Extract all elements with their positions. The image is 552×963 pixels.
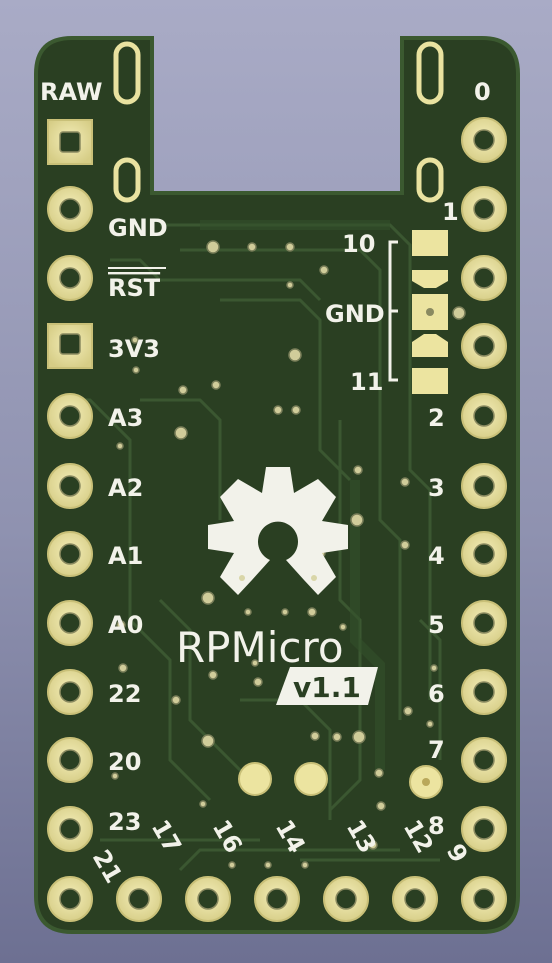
label-8: 8 xyxy=(428,812,445,840)
right-pin-header xyxy=(461,117,507,922)
label-a1: A1 xyxy=(108,542,143,570)
mounting-slots xyxy=(113,41,444,203)
label-20: 20 xyxy=(108,748,141,776)
board-version: v1.1 xyxy=(293,671,361,704)
label-jumper-10: 10 xyxy=(342,230,375,258)
copper-traces xyxy=(60,223,442,872)
pin-pad-3v3 xyxy=(47,323,93,369)
solder-jumper xyxy=(388,230,448,394)
label-7: 7 xyxy=(428,736,445,764)
label-2: 2 xyxy=(428,404,445,432)
version-badge xyxy=(276,667,378,705)
label-3: 3 xyxy=(428,474,445,502)
bottom-pin-header xyxy=(116,876,438,922)
label-a0: A0 xyxy=(108,611,143,639)
label-0: 0 xyxy=(474,78,491,106)
label-a2: A2 xyxy=(108,474,143,502)
label-23: 23 xyxy=(108,808,141,836)
label-a3: A3 xyxy=(108,404,143,432)
board-name: RPMicro xyxy=(176,623,344,672)
label-jumper-11: 11 xyxy=(350,368,383,396)
label-raw: RAW xyxy=(40,78,102,106)
label-4: 4 xyxy=(428,542,445,570)
label-rst: RST xyxy=(108,274,161,302)
left-pin-header xyxy=(47,119,93,922)
label-22: 22 xyxy=(108,680,141,708)
open-hardware-gear-icon xyxy=(208,467,348,595)
label-1: 1 xyxy=(442,198,459,226)
label-gnd: GND xyxy=(108,214,168,242)
label-5: 5 xyxy=(428,611,445,639)
label-jumper-gnd: GND xyxy=(325,300,385,328)
label-3v3: 3V3 xyxy=(108,335,160,363)
label-6: 6 xyxy=(428,680,445,708)
